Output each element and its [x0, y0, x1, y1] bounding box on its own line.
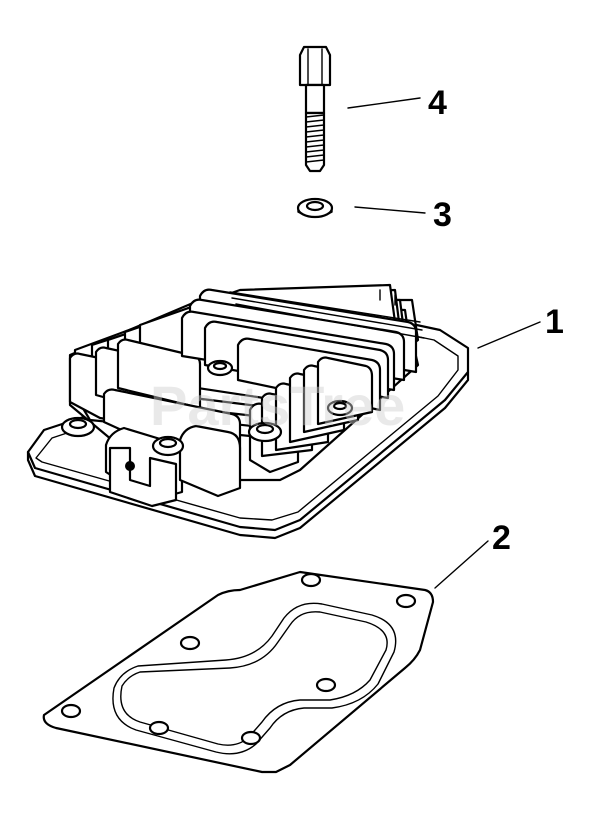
gasket-bolt-holes: [60, 572, 417, 746]
leader-line-1: [477, 321, 541, 349]
cooling-fins: [68, 283, 425, 474]
leader-line-3: [354, 206, 426, 214]
callout-3: 3: [433, 196, 452, 234]
callout-4: 4: [428, 84, 447, 122]
head-gasket[interactable]: [42, 570, 435, 774]
leader-line-2: [434, 540, 489, 589]
washer[interactable]: [296, 197, 334, 219]
callout-2: 2: [492, 519, 511, 557]
head-bolt[interactable]: [298, 45, 332, 173]
cylinder-head[interactable]: [26, 283, 470, 540]
leader-line-4: [347, 97, 421, 109]
callout-1: 1: [545, 303, 564, 341]
head-bolt-holes: [60, 359, 354, 471]
watermark: PartsTree: [150, 374, 405, 437]
